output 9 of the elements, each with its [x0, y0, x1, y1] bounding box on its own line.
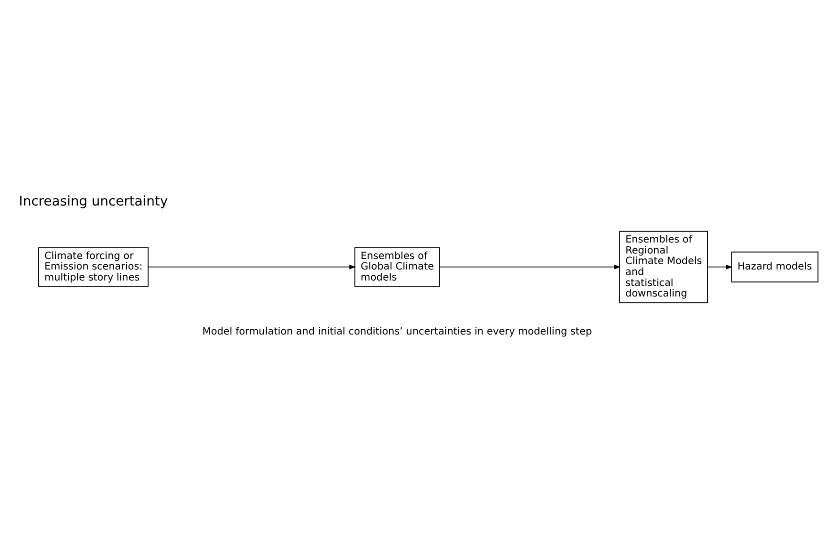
- arrow: [148, 264, 356, 270]
- node-box: Hazard models: [731, 252, 818, 282]
- arrow: [707, 264, 733, 270]
- label: Increasing uncertainty: [18, 194, 168, 210]
- node-box: Ensembles of Regional Climate Models and statistical downscaling: [619, 230, 708, 304]
- node-box: Climate forcing or Emission scenarios: multiple story lines: [38, 247, 149, 287]
- label: Model formulation and initial conditions’ uncertainties in every modelling step: [202, 326, 592, 338]
- arrow: [439, 264, 621, 270]
- node-box: Ensembles of Global Climate models: [354, 247, 440, 287]
